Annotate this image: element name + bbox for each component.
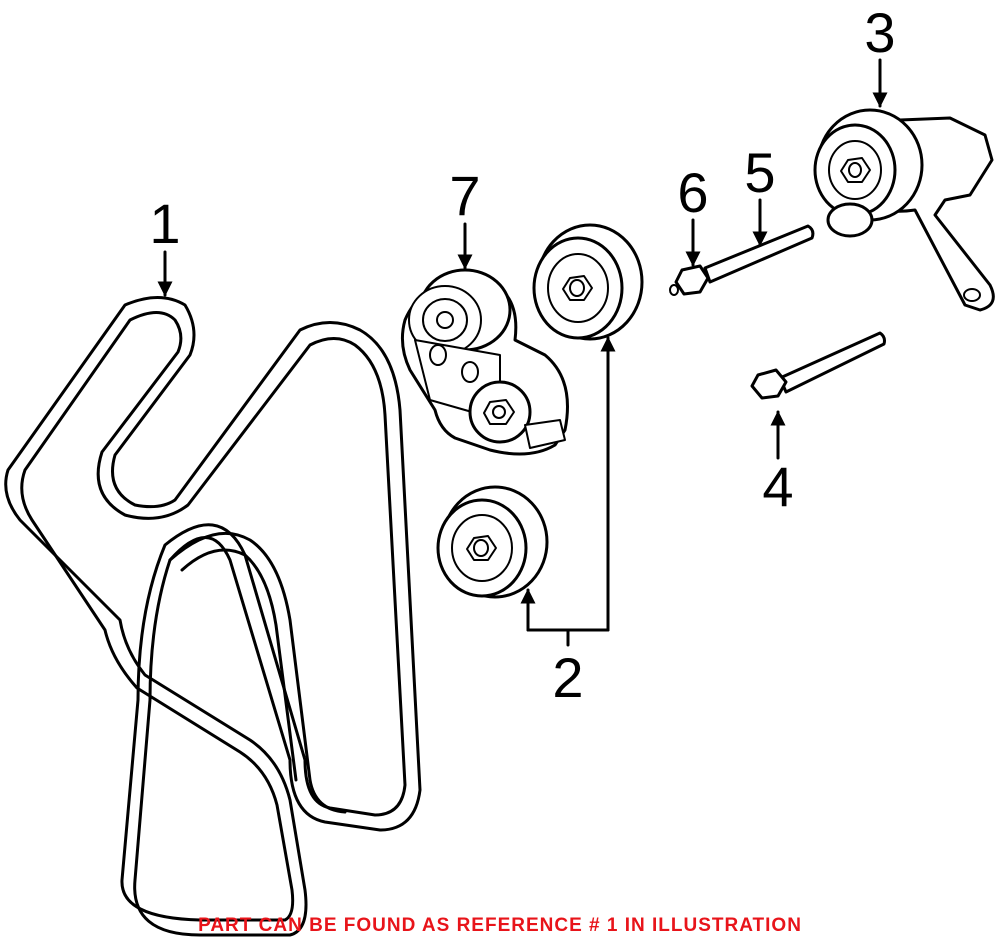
idler-pulley-upper bbox=[532, 223, 644, 341]
leader-lines bbox=[157, 58, 888, 647]
callout-7: 7 bbox=[449, 164, 480, 227]
callout-5: 5 bbox=[744, 141, 775, 204]
callout-4: 4 bbox=[762, 455, 793, 518]
serpentine-belt bbox=[4, 296, 422, 937]
tensioner-assembly bbox=[813, 108, 995, 312]
short-bolt bbox=[750, 331, 886, 400]
long-bolt bbox=[669, 224, 815, 296]
belt-tensioner bbox=[400, 268, 569, 456]
callout-6: 6 bbox=[677, 161, 708, 224]
callout-3: 3 bbox=[864, 1, 895, 64]
callout-2: 2 bbox=[552, 646, 583, 709]
idler-pulley-lower bbox=[436, 485, 549, 599]
reference-note: PART CAN BE FOUND AS REFERENCE # 1 IN IL… bbox=[198, 915, 802, 936]
callout-1: 1 bbox=[149, 192, 180, 255]
